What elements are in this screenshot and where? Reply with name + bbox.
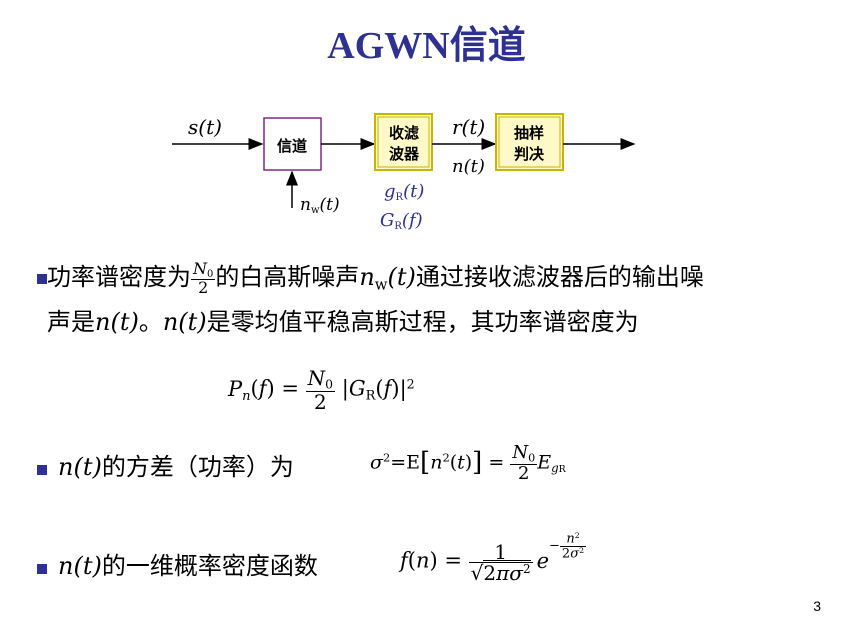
bullet-3-text: n(t)的一维概率密度函数 <box>58 552 318 580</box>
sampler-box <box>495 113 564 171</box>
bullet-marker-2 <box>37 465 47 475</box>
filter-label-line2: 波器 <box>389 145 420 163</box>
noise-input-label: nw(t) <box>300 195 340 216</box>
bullet-marker-1 <box>37 274 47 284</box>
sampler-label-line1: 抽样 <box>514 124 544 142</box>
block-diagram: s(t) 信道 nw(t) 收滤 波器 r(t) n(t) 抽样 判决 gR(t… <box>172 113 636 232</box>
signal-r-label: r(t) <box>452 115 485 139</box>
filter-box <box>374 113 433 171</box>
signal-n-label: n(t) <box>452 156 485 177</box>
input-signal-label: s(t) <box>188 115 222 139</box>
slide-title: AGWN信道 <box>327 25 526 67</box>
sampler-label-line2: 判决 <box>514 145 545 163</box>
page-number: 3 <box>813 598 821 614</box>
bullet-marker-3 <box>37 564 47 574</box>
channel-label: 信道 <box>277 137 307 155</box>
symbol-n: n(t) <box>95 308 139 337</box>
bullet-2-text: n(t)的方差（功率）为 <box>58 453 294 481</box>
filter-freq-label: GR(f) <box>380 210 423 232</box>
symbol-nw: nw(t) <box>359 263 416 294</box>
filter-impulse-label: gR(t) <box>384 181 424 203</box>
filter-label-line1: 收滤 <box>389 124 419 142</box>
symbol-n: n(t) <box>162 308 207 337</box>
